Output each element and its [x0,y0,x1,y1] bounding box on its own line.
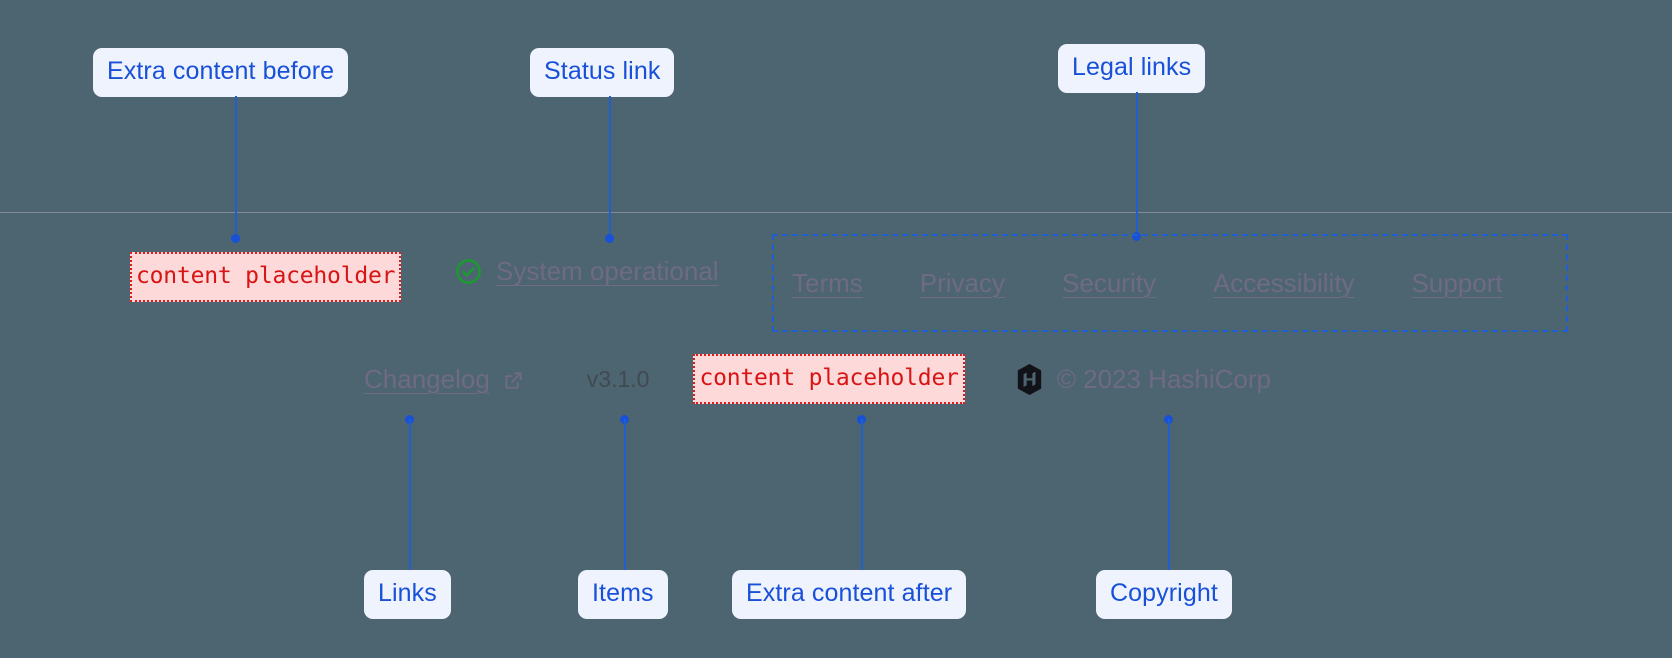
hashicorp-logo-icon [1015,363,1044,395]
status-link-label: System operational [496,256,719,286]
connector-dot-extra-content-before [231,234,240,243]
connector-items [624,419,626,570]
footer-top-divider [0,212,1672,213]
callout-status-link: Status link [530,48,675,97]
version-label: v3.1.0 [586,365,650,392]
footer-bottom-row: Changelog v3.1.0 content placeholder © 2… [364,354,1272,404]
callout-items: Items [578,570,668,619]
connector-legal-links [1136,92,1138,236]
callout-legal-links: Legal links [1058,44,1206,93]
changelog-link[interactable]: Changelog [364,364,525,395]
legal-link-security[interactable]: Security [1062,267,1156,298]
connector-dot-status-link [605,234,614,243]
connector-extra-content-after [861,419,863,570]
copyright-text: © 2023 HashiCorp [1056,363,1272,394]
status-link[interactable]: System operational [454,256,719,287]
legal-link-terms[interactable]: Terms [792,267,863,298]
check-circle-icon [454,257,483,286]
connector-dot-legal-links [1132,232,1141,241]
extra-content-before-placeholder: content placeholder [130,252,402,302]
copyright-block: © 2023 HashiCorp [1015,363,1272,395]
connector-status-link [609,96,611,238]
connector-links [409,419,411,570]
footer-extra-content-before-slot: content placeholder [130,252,402,302]
legal-links-group: Terms Privacy Security Accessibility Sup… [772,234,1568,332]
legal-link-accessibility[interactable]: Accessibility [1212,267,1355,298]
connector-copyright [1168,419,1170,570]
extra-content-after-placeholder: content placeholder [693,354,965,404]
connector-extra-content-before [235,96,237,238]
legal-link-privacy[interactable]: Privacy [919,267,1006,298]
callout-extra-content-after: Extra content after [732,570,967,619]
footer-status-slot[interactable]: System operational [454,256,719,287]
changelog-link-label: Changelog [364,363,490,394]
legal-link-support[interactable]: Support [1411,267,1503,298]
callout-extra-content-before: Extra content before [93,48,349,97]
external-link-icon [502,368,525,391]
callout-links: Links [364,570,451,619]
callout-copyright: Copyright [1096,570,1232,619]
